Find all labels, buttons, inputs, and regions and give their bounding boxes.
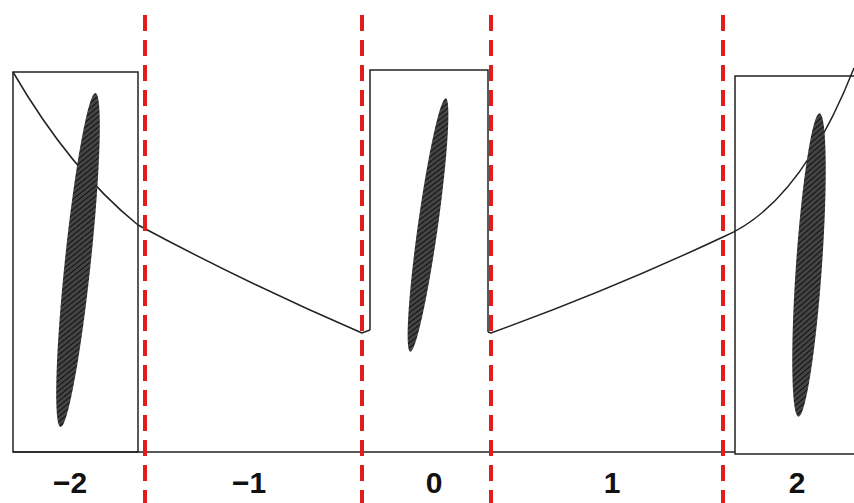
left-box xyxy=(13,72,138,452)
particle xyxy=(48,92,109,429)
region-index: 0 xyxy=(424,468,445,498)
base-line xyxy=(13,451,735,453)
region-index: −2 xyxy=(51,468,89,498)
boundary-lines xyxy=(145,15,723,503)
particle xyxy=(400,97,455,353)
region-index: 2 xyxy=(787,468,808,498)
region-index: 1 xyxy=(602,468,623,498)
region-index: −1 xyxy=(230,468,268,498)
right-box xyxy=(735,76,854,454)
particle xyxy=(785,112,832,417)
